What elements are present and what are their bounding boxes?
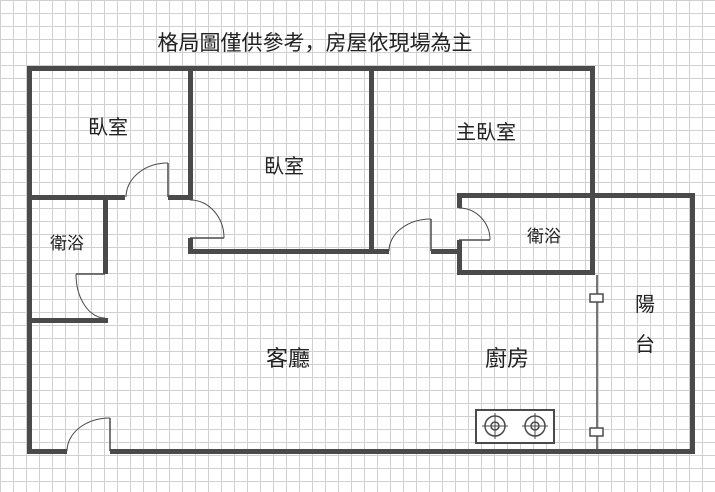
room-label-bedroom-1: 臥室 (88, 115, 128, 139)
room-label-balcony-line1: 陽 (635, 292, 655, 316)
door-entrance-icon (66, 417, 111, 452)
room-label-bedroom-2: 臥室 (264, 154, 304, 178)
walls (27, 66, 695, 454)
wall-balcony-right (690, 193, 695, 454)
gas-stove-icon (475, 409, 555, 444)
wall-outer-right-upper (590, 66, 595, 196)
door-bath2-icon (458, 207, 491, 241)
room-label-kitchen: 廚房 (485, 347, 529, 372)
wall-outer-top (27, 66, 595, 71)
room-label-bath-2: 衛浴 (527, 227, 561, 247)
wall-bedroom2-bottom (188, 249, 388, 254)
door-master-bedroom-icon (388, 218, 432, 252)
room-label-master-bedroom: 主臥室 (456, 120, 516, 144)
stove-burner-right (522, 413, 548, 439)
wall-outer-bottom-left (27, 449, 67, 454)
wall-bedroom1-right (188, 66, 193, 200)
wall-bedroom2-left-lower (188, 238, 193, 254)
wall-bedroom2-master (369, 66, 374, 254)
sliding-door-handle-upper (589, 293, 604, 303)
room-label-living-room: 客廳 (266, 347, 310, 372)
plan-title: 格局圖僅供參考，房屋依現場為主 (158, 31, 473, 55)
wall-bath2-bottom (457, 270, 595, 275)
wall-bath2-balcony-top (457, 193, 695, 198)
wall-bath1-bottom (27, 318, 108, 323)
wall-outer-bottom-right (110, 449, 695, 454)
wall-bath2-right (590, 193, 595, 275)
door-bedroom2-icon (189, 199, 225, 239)
sliding-door-handle-lower (589, 427, 604, 437)
wall-bath1-right (103, 200, 108, 274)
balcony-sliding-door (589, 275, 604, 449)
room-label-bath-1: 衛浴 (50, 234, 84, 254)
door-bath1-icon (75, 273, 106, 319)
doors (66, 162, 491, 452)
door-bedroom1-icon (125, 162, 169, 198)
wall-master-bottom-right (431, 249, 462, 254)
wall-bath2-left-upper (457, 193, 462, 208)
wall-outer-left (27, 66, 32, 454)
wall-master-bottom-left (369, 249, 389, 254)
wall-bath2-left-lower (457, 240, 462, 275)
room-label-balcony-line2: 台 (635, 332, 655, 356)
stove-burner-left (482, 413, 508, 439)
wall-bedroom1-bottom-left (27, 195, 125, 200)
wall-bedroom1-bottom-right (168, 195, 193, 200)
